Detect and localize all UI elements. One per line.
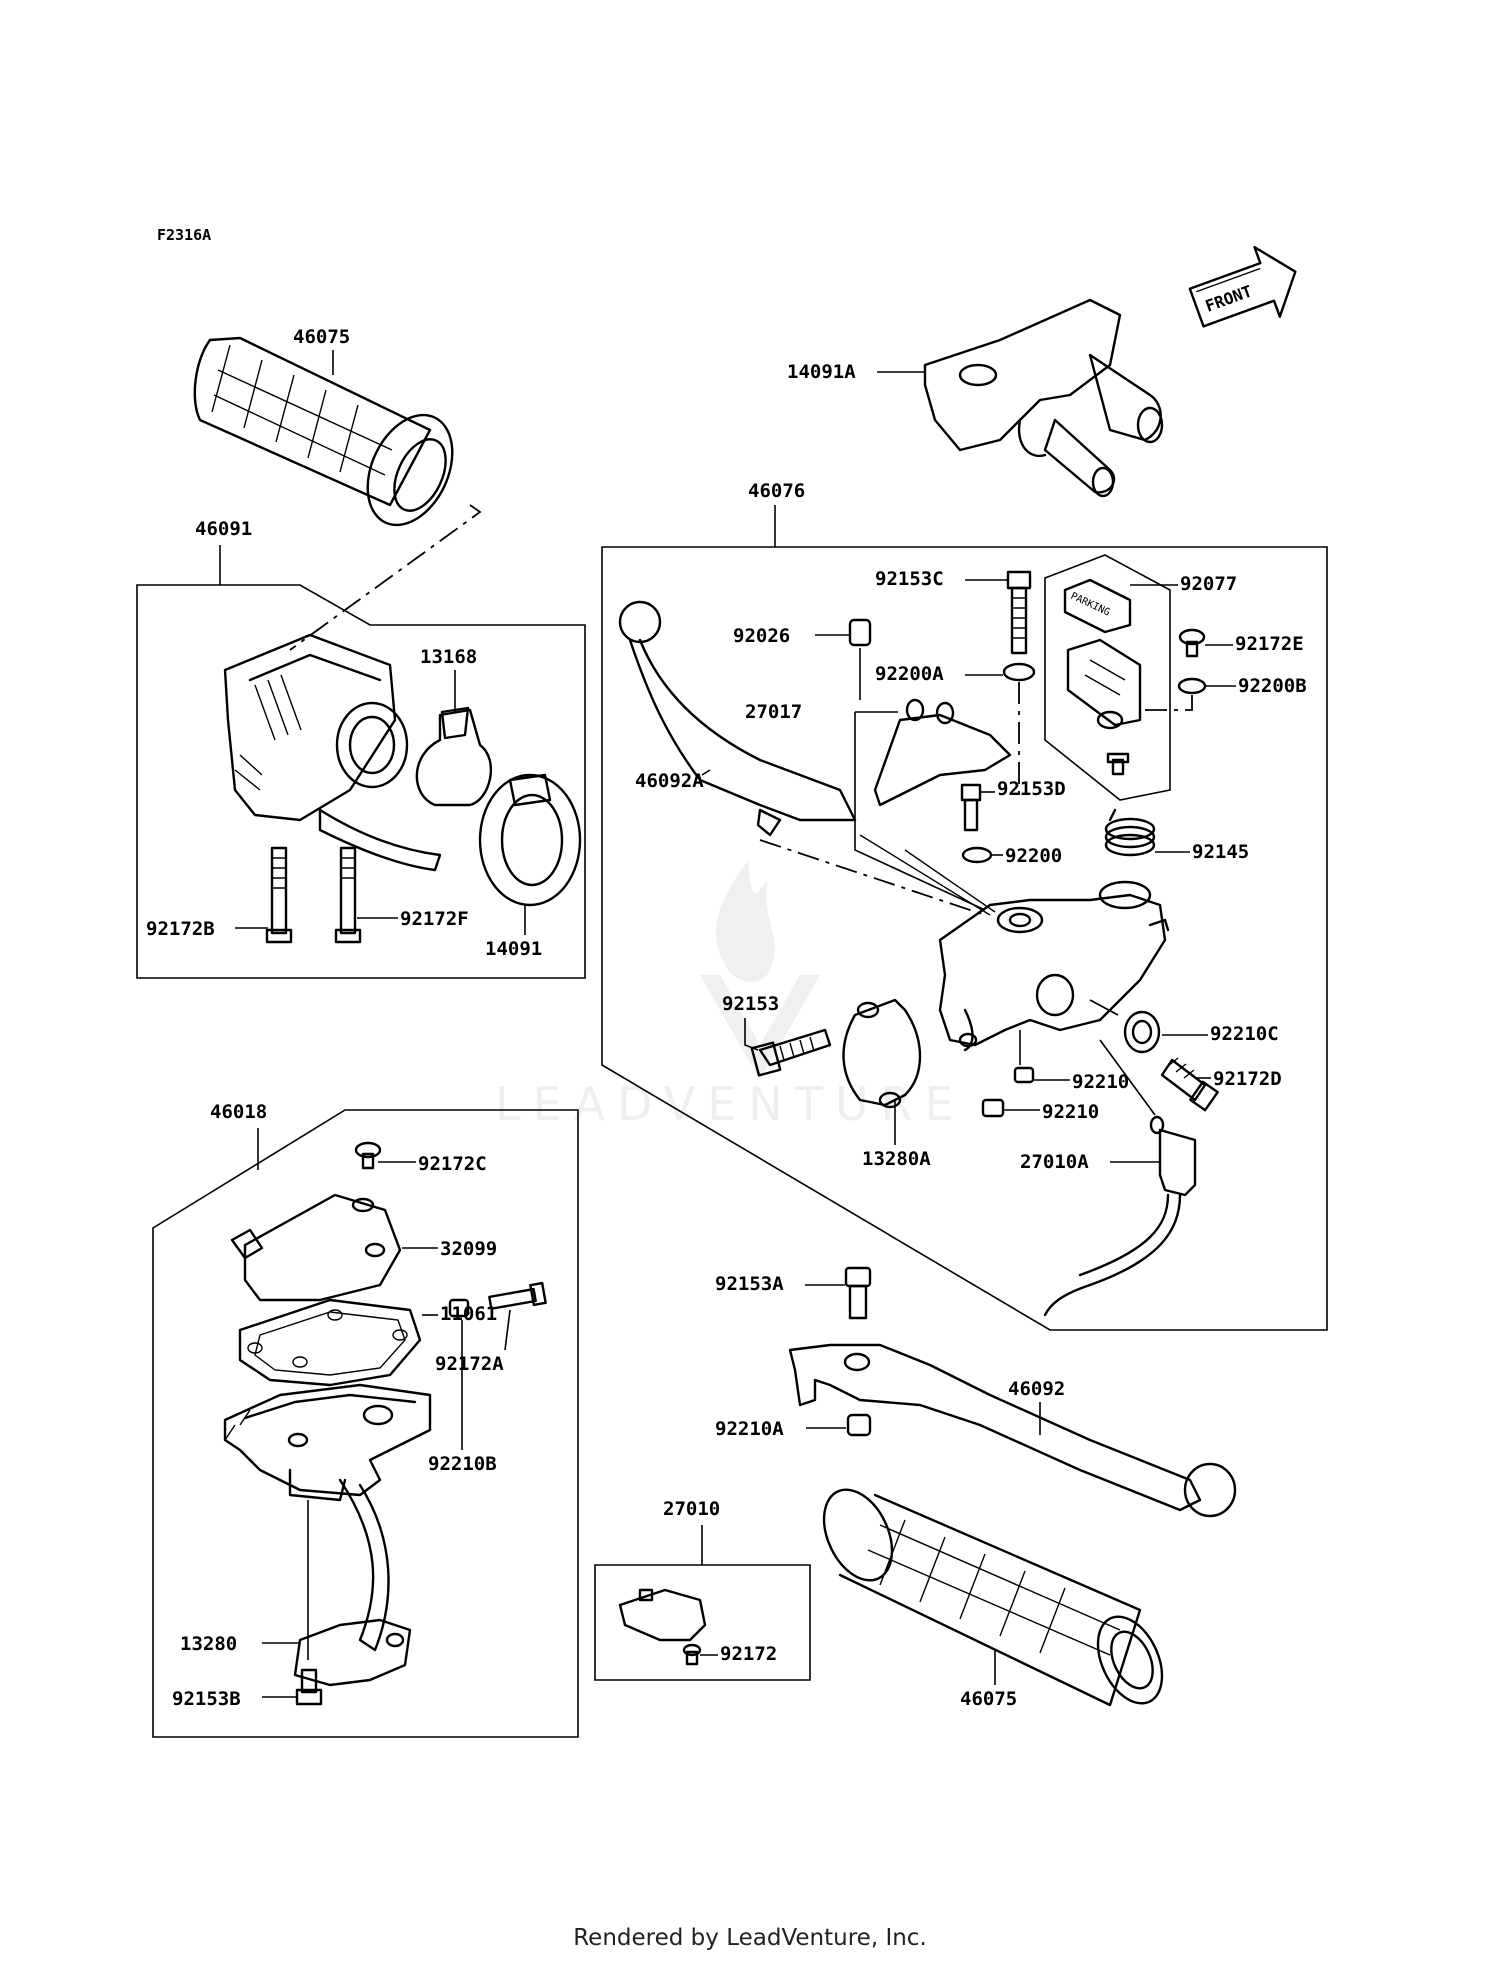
label-92172A: 92172A: [435, 1353, 504, 1375]
label-92210C: 92210C: [1210, 1023, 1279, 1045]
label-32099: 32099: [440, 1238, 497, 1260]
nut-92210-lower: [981, 1098, 1005, 1118]
spring-92145: [1104, 808, 1156, 857]
label-46075-bottom: 46075: [960, 1688, 1017, 1710]
footer-credit: Rendered by LeadVenture, Inc.: [573, 1925, 927, 1951]
label-46018: 46018: [210, 1101, 267, 1123]
nut-92026: [848, 618, 872, 647]
assembly-box-46091: [136, 584, 586, 979]
label-92077: 92077: [1180, 573, 1237, 595]
label-46091: 46091: [195, 518, 252, 540]
master-cylinder-46018: [223, 1383, 432, 1687]
bolt-92153D: [960, 783, 982, 832]
label-92172B: 92172B: [146, 918, 215, 940]
switch-27017: [873, 698, 1012, 807]
bolt-92153A: [844, 1266, 872, 1320]
label-92200: 92200: [1005, 845, 1062, 867]
label-27010: 27010: [663, 1498, 720, 1520]
label-46076: 46076: [748, 480, 805, 502]
screw-92172B: [265, 846, 293, 944]
nut-92210-upper: [1013, 1066, 1035, 1084]
screw-92172F: [334, 846, 362, 944]
label-92153: 92153: [722, 993, 779, 1015]
label-46092: 46092: [1008, 1378, 1065, 1400]
handlebar-switch-housing: [223, 633, 442, 872]
label-92172E: 92172E: [1235, 633, 1304, 655]
watermark-v-logo: [700, 975, 820, 1080]
screw-92172C: [354, 1141, 382, 1170]
label-13280: 13280: [180, 1633, 237, 1655]
washer-92200B: [1177, 677, 1207, 695]
assembly-box-27010: [594, 1564, 811, 1681]
label-92210A: 92210A: [715, 1418, 784, 1440]
label-46092A: 46092A: [635, 770, 704, 792]
label-92210B: 92210B: [428, 1453, 497, 1475]
screw-92172: [682, 1643, 702, 1666]
label-92145: 92145: [1192, 841, 1249, 863]
screw-92172D: [1160, 1057, 1219, 1112]
label-27010A: 27010A: [1020, 1151, 1089, 1173]
label-46075-top: 46075: [293, 326, 350, 348]
label-92172F: 92172F: [400, 908, 469, 930]
throttle-case-14091: [478, 773, 582, 907]
nut-92210A: [846, 1413, 872, 1437]
label-92153B: 92153B: [172, 1688, 241, 1710]
clutch-lever-46092: [788, 1343, 1237, 1518]
washer-92200: [961, 846, 993, 864]
front-arrow-icon: FRONT: [1188, 245, 1297, 328]
bolt-92153: [750, 1028, 832, 1077]
cap-92210C: [1123, 1010, 1161, 1054]
assembly-box-46076: [601, 546, 1328, 1331]
label-14091: 14091: [485, 938, 542, 960]
label-92172: 92172: [720, 1643, 777, 1665]
nut-92210B: [448, 1298, 470, 1318]
gasket-11061: [238, 1298, 422, 1387]
master-cylinder-body: [938, 880, 1170, 1052]
switch-27010: [618, 1588, 707, 1642]
bolt-92153B: [295, 1668, 323, 1706]
clamp-13280A: [842, 998, 922, 1109]
watermark: LEADVENTURE: [495, 860, 954, 1131]
label-92210-upper: 92210: [1072, 1071, 1129, 1093]
diagram-code: F2316A: [157, 226, 211, 244]
bracket-92077: PARKING: [1063, 578, 1142, 730]
label-13168: 13168: [420, 646, 477, 668]
label-92026: 92026: [733, 625, 790, 647]
cover-32099: [230, 1193, 402, 1302]
washer-92200A: [1002, 662, 1036, 682]
label-92172D: 92172D: [1213, 1068, 1282, 1090]
label-13280A: 13280A: [862, 1148, 931, 1170]
watermark-flame-logo: [715, 860, 775, 982]
screw-92172A: [488, 1281, 547, 1310]
label-92153A: 92153A: [715, 1273, 784, 1295]
screw-92172E: [1178, 628, 1206, 658]
label-92172C: 92172C: [418, 1153, 487, 1175]
label-27017: 27017: [745, 701, 802, 723]
assembly-box-46018: [152, 1109, 579, 1738]
label-92153C: 92153C: [875, 568, 944, 590]
label-92153D: 92153D: [997, 778, 1066, 800]
label-92200A: 92200A: [875, 663, 944, 685]
switch-case-14091A: [923, 298, 1164, 498]
screw-small-92077: [1106, 752, 1130, 776]
label-92200B: 92200B: [1238, 675, 1307, 697]
label-92210-lower: 92210: [1042, 1101, 1099, 1123]
switch-clamp-13168: [415, 706, 493, 807]
brake-switch-27010A: [1043, 1115, 1197, 1317]
svg-text:PARKING: PARKING: [1069, 591, 1112, 619]
label-14091A: 14091A: [787, 361, 856, 383]
grip-46075-top: [193, 336, 454, 527]
bolt-92153C: [1006, 570, 1032, 655]
grip-46075-bottom: [822, 1488, 1164, 1707]
